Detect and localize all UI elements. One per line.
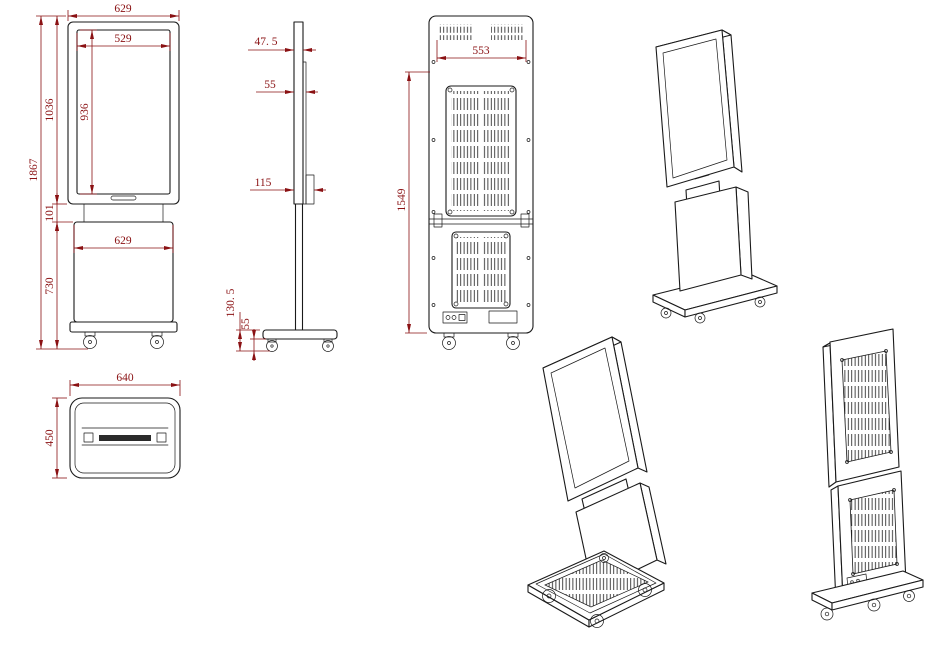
dim-label-side-top-depth: 47. 5 bbox=[255, 36, 278, 48]
back-power-inlet bbox=[442, 311, 468, 324]
dim-front-upper-height bbox=[52, 15, 67, 205]
front-logo-slot bbox=[110, 195, 137, 201]
dim-top-base-width bbox=[69, 380, 181, 396]
dim-top-base-depth bbox=[52, 397, 67, 479]
iso-front-base-side bbox=[684, 285, 778, 318]
front-screen-panel bbox=[76, 29, 171, 195]
dim-label-side-caster-height: 55 bbox=[240, 318, 252, 330]
top-screen-bar bbox=[99, 435, 151, 441]
side-view: 47. 5 55 115 130. 5 55 bbox=[225, 21, 338, 361]
side-bracket bbox=[305, 174, 315, 205]
dim-side-base-height bbox=[236, 312, 270, 352]
iso-tilted-view bbox=[527, 336, 667, 628]
dim-front-overall-width bbox=[67, 10, 180, 21]
iso-front-cabinet-face bbox=[674, 186, 742, 292]
iso-back-casters bbox=[820, 590, 915, 621]
back-lower-vent-panel bbox=[451, 231, 511, 309]
top-screen-section bbox=[81, 427, 169, 446]
side-screen-slab bbox=[293, 21, 304, 205]
dim-front-cabinet-width bbox=[73, 225, 174, 253]
dim-front-overall-height bbox=[36, 15, 88, 350]
iso-front-casters bbox=[660, 296, 766, 324]
iso-back-base-edge-front bbox=[831, 579, 924, 611]
iso-back-lower-vent-screws bbox=[848, 488, 899, 576]
dim-label-top-base-width: 640 bbox=[116, 372, 134, 384]
iso-front-view bbox=[652, 29, 778, 324]
side-back-cover bbox=[302, 61, 307, 205]
back-top-vent-left bbox=[439, 24, 472, 40]
iso-tilt-casters bbox=[542, 553, 652, 628]
dim-label-side-upper-depth: 55 bbox=[264, 79, 276, 91]
front-caster-right bbox=[150, 331, 164, 349]
dim-label-side-base-height: 130. 5 bbox=[225, 288, 237, 317]
dim-label-front-screen-height: 936 bbox=[79, 103, 91, 121]
iso-front-logo-slot bbox=[694, 174, 710, 180]
front-neck bbox=[83, 203, 164, 223]
back-upper-panel-screws bbox=[447, 87, 515, 215]
top-base-inner bbox=[74, 402, 176, 474]
side-caster-rear bbox=[322, 338, 334, 352]
back-rating-label bbox=[488, 310, 518, 324]
back-outline bbox=[428, 15, 534, 334]
dim-label-back-panel-height: 1549 bbox=[396, 188, 408, 211]
dim-label-front-overall-height: 1867 bbox=[28, 158, 40, 181]
iso-back-view bbox=[811, 328, 924, 621]
dim-label-top-base-depth: 450 bbox=[44, 429, 56, 447]
front-base-plate bbox=[69, 321, 178, 333]
top-base-outline bbox=[69, 397, 181, 479]
side-column bbox=[294, 203, 304, 331]
dim-label-front-cabinet-height: 730 bbox=[44, 277, 56, 295]
side-caster-front bbox=[266, 338, 278, 352]
back-caster-left bbox=[442, 332, 456, 350]
dim-label-front-overall-width: 629 bbox=[114, 3, 132, 15]
back-view: 553 1549 bbox=[396, 15, 534, 350]
back-upper-vent-hatch-right bbox=[483, 91, 511, 211]
iso-back-upper-vent-screws bbox=[840, 349, 893, 464]
front-screen-housing bbox=[67, 21, 180, 205]
iso-back-upper-vent bbox=[841, 350, 892, 463]
back-upper-vent-panel bbox=[445, 85, 517, 217]
iso-front-screen-face bbox=[655, 29, 735, 188]
back-lower-panel-screws bbox=[453, 233, 509, 307]
front-caster-left bbox=[83, 331, 97, 349]
back-top-vent-right bbox=[491, 24, 524, 40]
side-base-plate bbox=[262, 329, 338, 340]
dim-front-screen-height bbox=[80, 29, 97, 195]
iso-tilt-screen-face bbox=[542, 336, 639, 502]
iso-front-screen-inner bbox=[662, 38, 728, 179]
dim-back-panel-height bbox=[405, 71, 430, 334]
dim-label-front-upper-height: 1036 bbox=[44, 98, 56, 121]
dim-back-inner-width bbox=[436, 40, 527, 62]
dim-label-front-cabinet-width: 629 bbox=[114, 235, 132, 247]
dim-label-front-neck-height: 101 bbox=[44, 204, 56, 222]
dim-side-caster-height bbox=[250, 329, 266, 361]
back-edge-screws bbox=[431, 60, 531, 307]
dim-label-side-mid-depth: 115 bbox=[255, 177, 272, 189]
dim-label-front-screen-width: 529 bbox=[114, 33, 132, 45]
front-view: 629 529 1867 1036 936 101 bbox=[28, 3, 180, 350]
back-upper-vent-hatch-left bbox=[451, 91, 479, 211]
back-seam bbox=[428, 213, 534, 228]
back-lower-vent-hatch-right bbox=[482, 237, 506, 303]
top-view: 640 450 bbox=[44, 372, 181, 479]
back-lower-vent-hatch-left bbox=[456, 237, 480, 303]
iso-tilt-base-grille bbox=[544, 559, 649, 608]
iso-tilt-screen-inner bbox=[550, 347, 630, 489]
back-caster-right bbox=[506, 332, 520, 350]
dim-label-back-inner-width: 553 bbox=[472, 45, 490, 57]
iso-back-lower-vent bbox=[849, 489, 898, 575]
iso-tilt-base-rim bbox=[535, 553, 657, 614]
